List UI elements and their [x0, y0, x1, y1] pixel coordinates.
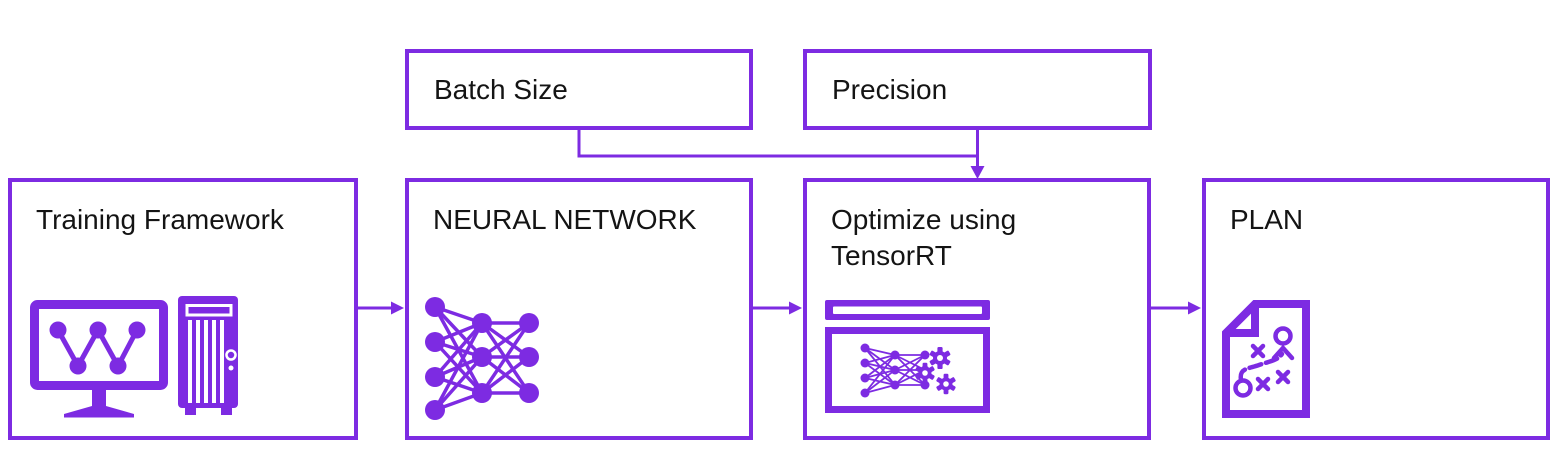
right-arrowhead [789, 301, 802, 315]
training-framework-label: Training Framework [36, 204, 284, 235]
start-circle [1233, 378, 1253, 398]
plan-label: PLAN [1230, 204, 1304, 235]
training-framework-icon [30, 296, 238, 418]
precision-label: Precision [832, 73, 948, 105]
tensorrt-optimizer-icon [825, 300, 990, 413]
plan-document-icon [1222, 300, 1310, 418]
batch-size-box: Batch Size [405, 49, 753, 130]
target-circle [1273, 326, 1293, 346]
neural-network-box: NEURAL NETWORK [405, 178, 753, 440]
up-arrow-chevron [1271, 344, 1295, 361]
plan-box: PLAN [1202, 178, 1550, 440]
server-slot [185, 304, 233, 317]
training-framework-box: Training Framework [8, 178, 358, 440]
server-led [228, 365, 234, 371]
x-mark [1255, 376, 1271, 392]
strategy-sketch [1233, 326, 1295, 398]
right-arrowhead [1188, 301, 1201, 315]
x-mark [1275, 369, 1291, 385]
flow-arrow-training-to-network [358, 301, 404, 315]
optimize-tensorrt-label: Optimize using TensorRT [831, 204, 1017, 271]
mini-network [860, 343, 930, 398]
monitor-base [64, 406, 134, 418]
server-foot [221, 408, 232, 415]
batch-size-label: Batch Size [434, 73, 568, 105]
dashed-route [1238, 351, 1285, 383]
folded-corner [1226, 304, 1259, 337]
network-nodes [425, 297, 539, 420]
server-button [225, 349, 237, 361]
param-merge-connector [577, 130, 985, 179]
neural-network-icon [425, 297, 539, 420]
precision-box: Precision [803, 49, 1152, 130]
server-vents [188, 320, 224, 403]
titlebar-stripe [833, 306, 982, 314]
optimize-tensorrt-box: Optimize using TensorRT [803, 178, 1151, 440]
flow-arrow-optimize-to-plan [1151, 301, 1201, 315]
monitor-neck [92, 385, 106, 406]
neural-network-label: NEURAL NETWORK [433, 204, 697, 235]
right-arrowhead [391, 301, 404, 315]
graph-nodes [49, 321, 146, 375]
server-foot [185, 408, 196, 415]
x-mark [1250, 343, 1266, 359]
flow-arrow-network-to-optimize [753, 301, 802, 315]
